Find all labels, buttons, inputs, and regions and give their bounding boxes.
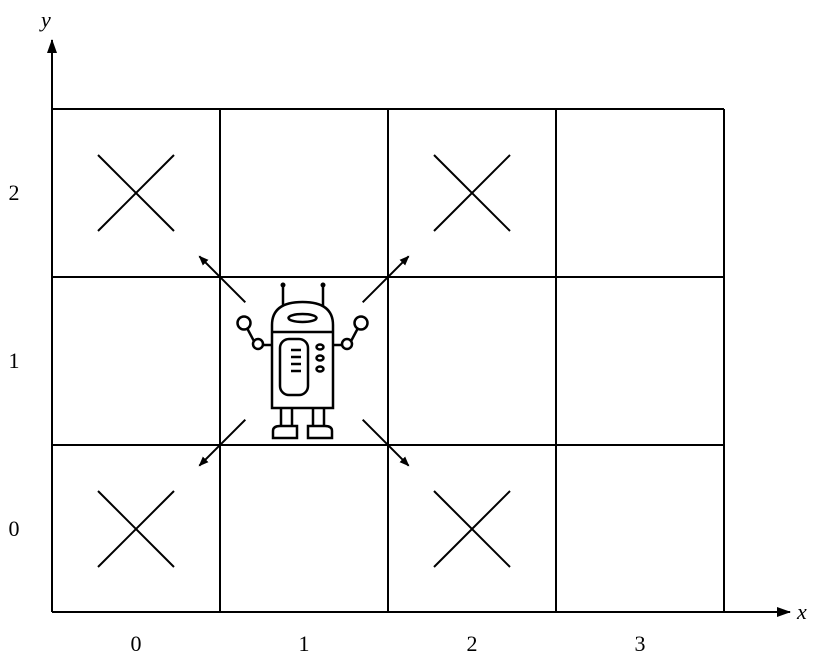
y-axis-label: y: [39, 7, 51, 32]
robot-icon: [238, 283, 368, 439]
move-arrow-up-right: [363, 256, 409, 302]
blocked-x-mark: [98, 491, 174, 567]
x-tick-label: 3: [635, 631, 646, 656]
x-tick-label: 0: [131, 631, 142, 656]
blocked-x-mark: [434, 155, 510, 231]
tick-labels: 0 1 2 3 0 1 2: [9, 180, 646, 656]
blocked-x-mark: [434, 491, 510, 567]
move-arrow-down-right: [363, 420, 409, 466]
x-tick-label: 1: [299, 631, 310, 656]
y-tick-label: 1: [9, 348, 20, 373]
x-axis-label: x: [796, 599, 807, 624]
y-tick-label: 0: [9, 516, 20, 541]
y-tick-label: 2: [9, 180, 20, 205]
axes: x y: [39, 7, 807, 624]
move-arrow-down-left: [199, 420, 245, 466]
grid: [52, 109, 724, 613]
x-tick-label: 2: [467, 631, 478, 656]
move-arrow-up-left: [199, 256, 245, 302]
blocked-x-mark: [98, 155, 174, 231]
